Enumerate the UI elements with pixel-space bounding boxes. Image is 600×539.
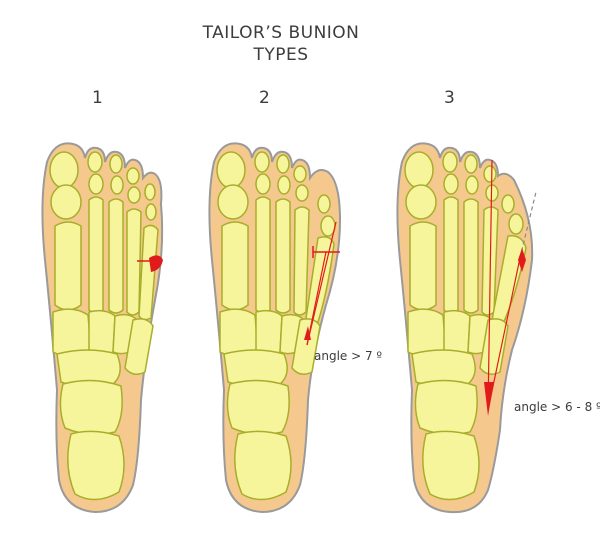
bunion-marker-1 bbox=[137, 255, 163, 272]
type-2-number: 2 bbox=[259, 88, 270, 108]
foot-1-bones bbox=[49, 151, 159, 501]
diagram-title: TAILOR’S BUNION bbox=[202, 23, 360, 43]
type-1-number: 1 bbox=[92, 88, 103, 108]
foot-type-2 bbox=[208, 142, 342, 514]
foot-2-bones bbox=[216, 151, 336, 501]
angle-lines-2 bbox=[304, 221, 340, 346]
foot-type-3 bbox=[396, 142, 537, 514]
foot-type-1 bbox=[41, 142, 164, 514]
foot-3-bones bbox=[404, 151, 527, 501]
type-3-angle-label: angle > 6 - 8 º bbox=[514, 400, 600, 414]
type-3-number: 3 bbox=[444, 88, 455, 108]
type-2-angle-label: angle > 7 º bbox=[314, 349, 383, 363]
diagram-subtitle: TYPES bbox=[253, 45, 309, 65]
angle-lines-3 bbox=[484, 159, 537, 416]
